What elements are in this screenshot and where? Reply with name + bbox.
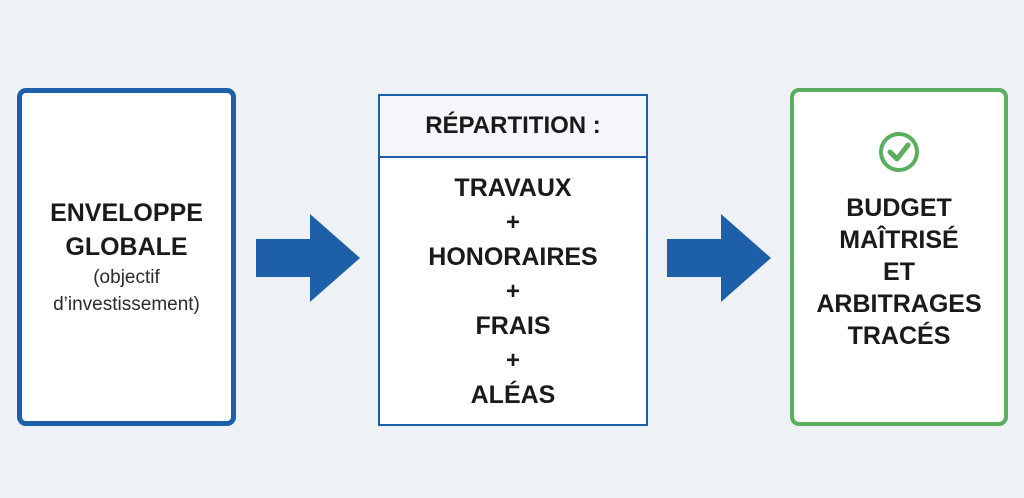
distribution-header: RÉPARTITION : (380, 96, 646, 158)
plus-separator: + (505, 347, 520, 374)
plus-separator: + (505, 278, 520, 305)
check-circle-icon (879, 132, 919, 172)
budget-line4: ARBITRAGES (816, 290, 982, 318)
distribution-list: TRAVAUX + HONORAIRES + FRAIS + ALÉAS (380, 158, 646, 413)
envelope-subtitle-line2: d’investissement) (53, 294, 200, 315)
controlled-budget-box: BUDGET MAÎTRISÉ ET ARBITRAGES TRACÉS (790, 88, 1008, 426)
budget-line1: BUDGET (846, 194, 952, 222)
arrow-right-icon-2 (667, 214, 771, 302)
envelope-title-line1: ENVELOPPE (50, 199, 203, 227)
distribution-item-honoraires: HONORAIRES (428, 243, 598, 271)
distribution-item-aleas: ALÉAS (470, 381, 556, 409)
budget-line2: MAÎTRISÉ (839, 226, 959, 254)
distribution-item-travaux: TRAVAUX (454, 174, 572, 202)
plus-separator: + (505, 209, 520, 236)
envelope-box: ENVELOPPE GLOBALE (objectif d’investisse… (17, 88, 236, 426)
envelope-subtitle-line1: (objectif (93, 267, 160, 288)
envelope-title-line2: GLOBALE (65, 233, 188, 261)
budget-line5: TRACÉS (847, 322, 951, 350)
distribution-item-frais: FRAIS (475, 312, 551, 340)
arrow-right-icon-1 (256, 214, 360, 302)
controlled-budget-text: BUDGET MAÎTRISÉ ET ARBITRAGES TRACÉS (794, 192, 1004, 352)
budget-line3: ET (883, 258, 915, 286)
distribution-box: RÉPARTITION : TRAVAUX + HONORAIRES + FRA… (378, 94, 648, 426)
